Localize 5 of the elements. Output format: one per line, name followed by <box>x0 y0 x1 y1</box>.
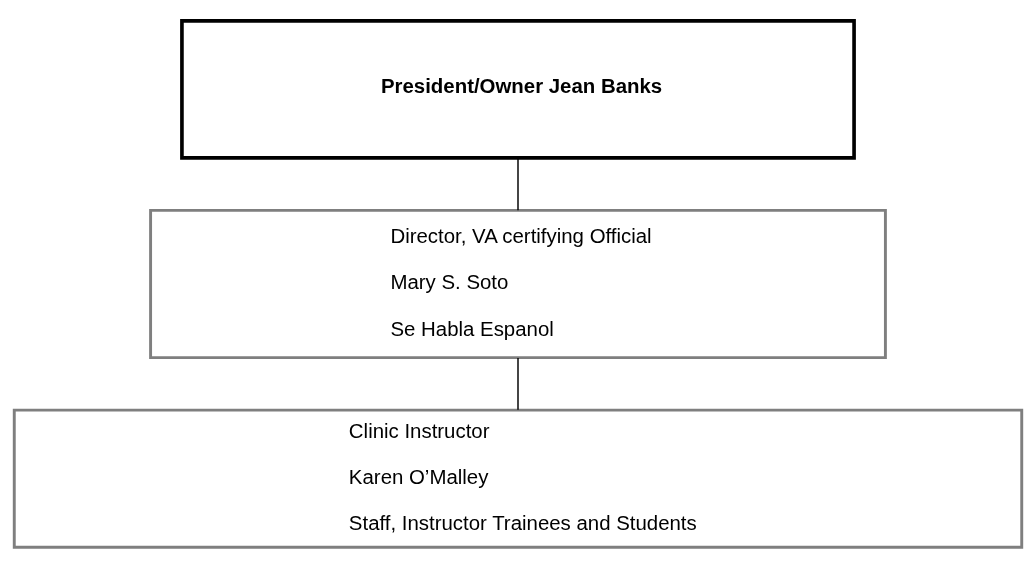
node-box: Director, VA certifying Official Mary S. Soto Se Habla Espanol <box>149 208 887 360</box>
connector <box>517 357 519 411</box>
connector <box>517 157 519 212</box>
node-box: President/Owner Jean Banks <box>180 19 856 160</box>
node-box: Clinic Instructor Karen O’Malley Staff, Instructor Trainees and Students <box>12 408 1024 549</box>
